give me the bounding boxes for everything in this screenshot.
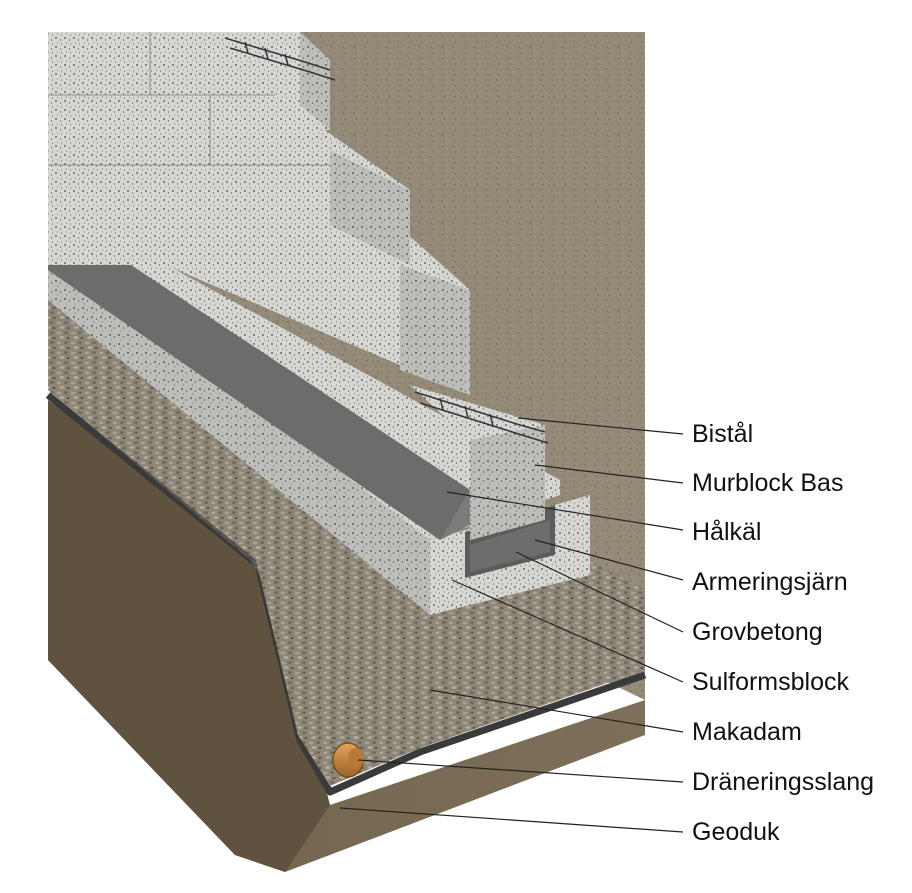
leader-murblock-bas <box>534 464 684 484</box>
leader-makadam <box>429 689 684 733</box>
leader-armeringsjarn <box>534 539 684 581</box>
label-grovbetong: Grovbetong <box>692 618 823 646</box>
label-bistal: Bistål <box>692 420 754 448</box>
wall-blocks <box>48 32 545 540</box>
leader-sulformsblock <box>451 579 684 683</box>
leader-lines <box>339 417 684 833</box>
leader-draneringsslang <box>357 759 684 783</box>
label-makadam: Makadam <box>692 718 802 746</box>
drain-pipe <box>332 742 364 778</box>
label-sulformsblock: Sulformsblock <box>692 668 849 696</box>
bistal-reinforcement <box>224 37 549 444</box>
label-geoduk: Geoduk <box>692 818 780 846</box>
fillet-halkal-face <box>48 210 470 540</box>
label-draneringsslang: Dräneringsslang <box>692 768 875 796</box>
leader-halkal <box>446 491 684 531</box>
leader-grovbetong <box>515 551 684 633</box>
label-halkal: Hålkäl <box>692 518 762 546</box>
coarse-concrete-core <box>470 520 550 572</box>
leader-geoduk <box>339 807 684 833</box>
leader-bistal <box>517 417 684 435</box>
label-armeringsjarn: Armeringsjärn <box>692 568 848 596</box>
footing-block-side <box>48 250 430 615</box>
earth-cut-face <box>48 400 330 872</box>
label-murblock-bas: Murblock Bas <box>692 469 844 497</box>
footing-block-top <box>48 200 560 540</box>
